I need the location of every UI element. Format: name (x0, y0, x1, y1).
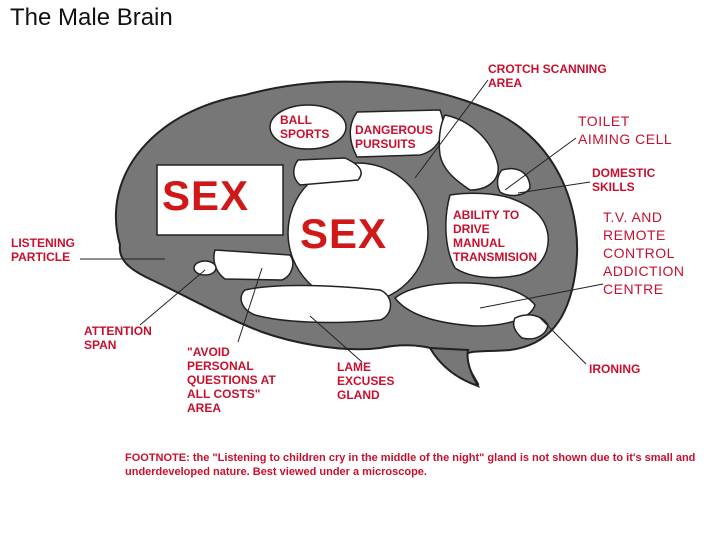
leader-avoid (237, 267, 263, 343)
domestic-skills-label: DOMESTIC SKILLS (592, 166, 656, 194)
leader-toilet (504, 137, 577, 191)
leader-crotch (414, 79, 489, 179)
ironing-region (512, 314, 549, 340)
domestic-region (496, 168, 531, 197)
dangerous-pursuits-label: DANGEROUS PURSUITS (355, 123, 434, 151)
crotch-region (438, 114, 499, 191)
sex-center-label: SEX (300, 210, 388, 257)
crotch-scanning-label: CROTCH SCANNING AREA (488, 62, 607, 90)
page-title: The Male Brain (10, 4, 173, 31)
brain-stem (428, 346, 481, 388)
toilet-aiming-label: TOILET AIMING CELL (578, 113, 673, 147)
ability-drive-label: ABILITY TO DRIVE MANUAL TRANSMISION (453, 208, 537, 264)
ironing-label: IRONING (589, 362, 641, 376)
tv-remote-region (393, 282, 536, 327)
avoid-questions-label: "AVOID PERSONAL QUESTIONS AT ALL COSTS" … (187, 345, 276, 415)
footnote: FOOTNOTE: the "Listening to children cry… (125, 452, 696, 478)
leader-tv (479, 283, 604, 309)
lame-excuses-label: LAME EXCUSES GLAND (337, 360, 395, 402)
leader-domestic (517, 181, 591, 194)
leader-attention (139, 269, 206, 326)
ball-sports-label: BALL SPORTS (280, 113, 330, 141)
avoid-region (213, 249, 294, 281)
attention-region (193, 260, 217, 276)
leader-ironing (539, 317, 587, 365)
upper-left-region (293, 157, 362, 186)
ability-drive-region (445, 192, 549, 279)
lame-region (240, 284, 392, 324)
ball-sports-region (269, 104, 347, 150)
listening-particle-label: LISTENING PARTICLE (11, 236, 76, 264)
sex-left-region (156, 164, 284, 236)
attention-span-label: ATTENTION SPAN (84, 324, 152, 352)
tv-remote-label: T.V. AND REMOTE CONTROL ADDICTION CENTRE (603, 209, 685, 297)
sex-left-label: SEX (162, 172, 250, 219)
leader-lame (309, 315, 363, 363)
